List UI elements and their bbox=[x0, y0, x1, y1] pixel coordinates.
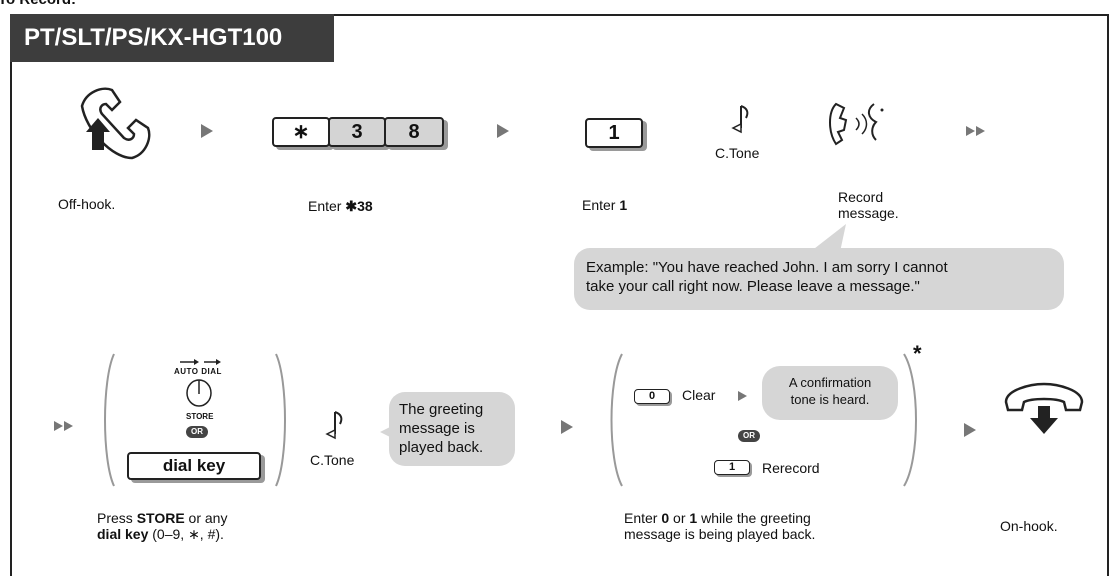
caption-enter-1: Enter 1 bbox=[582, 197, 627, 213]
caption-bold: STORE bbox=[136, 510, 185, 526]
caption-bold: 1 bbox=[689, 510, 698, 526]
bubble-line: Example: "You have reached John. I am so… bbox=[586, 259, 948, 276]
arrow-icon bbox=[976, 126, 985, 136]
caption-enter-38: Enter ✱38 bbox=[308, 198, 373, 214]
option-brackets-left-group bbox=[104, 353, 286, 487]
store-label: STORE bbox=[186, 412, 214, 421]
caption-text: while the greeting bbox=[697, 510, 811, 526]
caption-text: Press bbox=[97, 510, 137, 526]
caption-text: or bbox=[669, 510, 690, 526]
clear-label: Clear bbox=[682, 387, 716, 403]
bubble-line: played back. bbox=[399, 439, 484, 456]
arrow-icon bbox=[54, 421, 63, 431]
caption-line: message is being played back. bbox=[624, 526, 816, 542]
key-8[interactable]: 8 bbox=[384, 117, 444, 147]
caption-line: Enter 0 or 1 while the greeting bbox=[624, 510, 815, 526]
ctone-label: C.Tone bbox=[310, 452, 355, 468]
caption-text: (0–9, ∗, #). bbox=[148, 526, 224, 542]
caption-text: Enter bbox=[308, 198, 346, 214]
footnote-asterisk: * bbox=[913, 341, 922, 366]
autodial-label: AUTO DIAL bbox=[174, 367, 222, 376]
key-1[interactable]: 1 bbox=[585, 118, 643, 148]
arrow-icon bbox=[64, 421, 73, 431]
caption-line: dial key (0–9, ∗, #). bbox=[97, 526, 227, 542]
bubble-line: The greeting bbox=[399, 401, 484, 418]
ctone-label: C.Tone bbox=[715, 145, 760, 161]
arrow-icon bbox=[201, 124, 213, 138]
key-star[interactable]: ∗ bbox=[272, 117, 330, 147]
rerecord-label: Rerecord bbox=[762, 460, 820, 476]
bubble-line: message is bbox=[399, 420, 475, 437]
caption-press-store: Press STORE or any dial key (0–9, ∗, #). bbox=[97, 510, 227, 542]
greeting-bubble: The greeting message is played back. bbox=[389, 392, 515, 466]
caption-line: Press STORE or any bbox=[97, 510, 227, 526]
bubble-line: take your call right now. Please leave a… bbox=[586, 278, 920, 295]
off-hook-handset-icon bbox=[80, 87, 151, 160]
autodial-arrows-icon bbox=[180, 359, 221, 365]
caption-text: or any bbox=[184, 510, 228, 526]
caption-text: Enter bbox=[582, 197, 620, 213]
caption-text: Enter bbox=[624, 510, 662, 526]
or-badge: OR bbox=[186, 426, 208, 438]
caption-onhook: On-hook. bbox=[1000, 518, 1058, 534]
caption-line: Record bbox=[838, 189, 884, 205]
caption-offhook: Off-hook. bbox=[58, 196, 116, 212]
key-1-small[interactable]: 1 bbox=[714, 460, 750, 475]
key-3[interactable]: 3 bbox=[328, 117, 386, 147]
key-0[interactable]: 0 bbox=[634, 389, 670, 404]
caption-bold: 0 bbox=[661, 510, 670, 526]
caption-record: Record message. bbox=[838, 189, 899, 221]
caption-line: message. bbox=[838, 205, 899, 221]
note-icon bbox=[325, 411, 343, 440]
option-brackets-right-group bbox=[610, 353, 917, 487]
bubble-tail bbox=[380, 425, 394, 439]
arrow-icon bbox=[964, 423, 976, 437]
speaking-icon bbox=[829, 102, 884, 146]
dial-key-button[interactable]: dial key bbox=[127, 452, 261, 480]
confirmation-bubble: A confirmation tone is heard. bbox=[762, 366, 898, 420]
section-heading: To Record: bbox=[0, 0, 76, 8]
arrow-icon bbox=[497, 124, 509, 138]
note-icon bbox=[731, 105, 749, 134]
example-bubble: Example: "You have reached John. I am so… bbox=[574, 248, 1064, 310]
arrow-icon bbox=[966, 126, 975, 136]
bubble-tail bbox=[810, 224, 846, 252]
on-hook-handset-icon bbox=[1004, 382, 1084, 434]
caption-enter-0-or-1: Enter 0 or 1 while the greeting message … bbox=[624, 510, 815, 542]
diagram-frame bbox=[10, 14, 1109, 576]
bubble-line: A confirmation bbox=[788, 375, 872, 390]
model-title: PT/SLT/PS/KX-HGT100 bbox=[10, 14, 334, 62]
arrow-icon bbox=[738, 391, 747, 401]
or-badge: OR bbox=[738, 430, 760, 442]
caption-bold: dial key bbox=[97, 526, 149, 542]
caption-bold: 1 bbox=[619, 197, 628, 213]
arrow-icon bbox=[561, 420, 573, 434]
store-button-icon[interactable] bbox=[185, 378, 213, 408]
caption-bold: ✱38 bbox=[345, 198, 373, 214]
bubble-line: tone is heard. bbox=[790, 392, 870, 407]
